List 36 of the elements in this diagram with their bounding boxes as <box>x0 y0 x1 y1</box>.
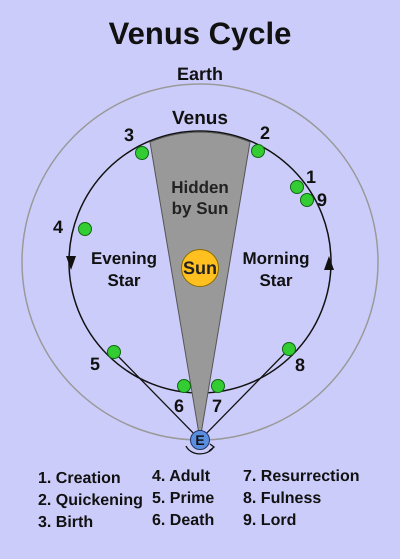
region-label: Morning Star <box>241 248 311 292</box>
orbit-position-dot <box>211 379 225 393</box>
orbit-label: Venus <box>171 108 229 130</box>
orbit-position-dot <box>135 146 149 160</box>
legend-item: 2. Quickening <box>38 492 143 510</box>
orbit-position-dot <box>107 345 121 359</box>
orbit-label: Earth <box>176 64 224 85</box>
connector-line <box>118 356 194 434</box>
legend-item: 4. Adult <box>152 468 210 486</box>
connector-line <box>206 354 285 434</box>
orbit-position-dot <box>78 222 92 236</box>
orbit-position-dot <box>290 180 304 194</box>
region-label: Evening Star <box>90 248 158 292</box>
orbit-position-dot <box>300 193 314 207</box>
legend-item: 1. Creation <box>38 470 121 488</box>
position-number: 6 <box>174 396 184 417</box>
legend-item: 9. Lord <box>243 512 296 530</box>
position-number: 7 <box>212 396 222 417</box>
legend-item: 6. Death <box>152 512 214 530</box>
orbit-position-dot <box>282 342 296 356</box>
legend-item: 7. Resurrection <box>243 468 360 486</box>
orbit-position-dot <box>251 144 265 158</box>
position-number: 8 <box>295 355 306 376</box>
legend-item: 8. Fulness <box>243 490 322 508</box>
legend-item: 5. Prime <box>152 490 214 508</box>
title: Venus Cycle <box>108 16 292 52</box>
position-number: 3 <box>124 125 134 146</box>
earth-circle: E <box>190 430 210 450</box>
wedge-label: Hidden by Sun <box>170 177 230 219</box>
position-number: 2 <box>260 123 270 144</box>
position-number: 5 <box>90 354 100 375</box>
position-number: 4 <box>53 217 64 238</box>
position-number: 9 <box>317 190 328 211</box>
position-number: 1 <box>306 167 316 188</box>
legend-item: 3. Birth <box>38 514 94 532</box>
orbit-position-dot <box>177 379 191 393</box>
